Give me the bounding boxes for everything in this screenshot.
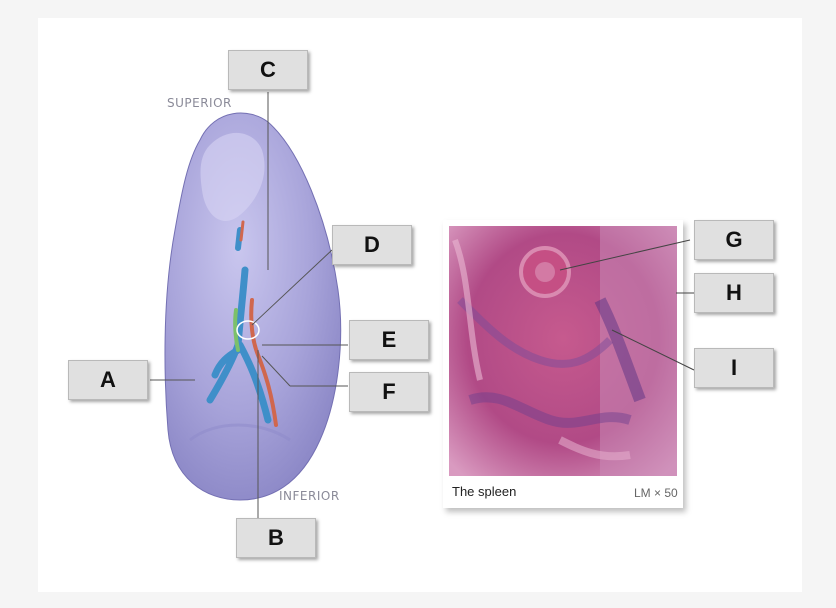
spleen-lower-fold	[189, 423, 291, 442]
superior-label: SUPERIOR	[167, 96, 232, 110]
label-box-a[interactable]: A	[68, 360, 148, 400]
micrograph-caption: The spleen	[452, 484, 517, 499]
spleen-highlight	[200, 132, 265, 221]
leader-i	[611, 329, 695, 371]
label-box-h[interactable]: H	[694, 273, 774, 313]
label-box-i[interactable]: I	[694, 348, 774, 388]
label-box-d[interactable]: D	[332, 225, 412, 265]
splenic-nerve	[233, 308, 240, 352]
hilum-circle	[236, 320, 260, 340]
label-box-c[interactable]: C	[228, 50, 308, 90]
label-box-g[interactable]: G	[694, 220, 774, 260]
label-box-b[interactable]: B	[236, 518, 316, 558]
leader-f-diag	[261, 355, 291, 387]
label-box-f[interactable]: F	[349, 372, 429, 412]
micrograph-magnification: LM × 50	[634, 486, 678, 500]
leader-d	[251, 249, 333, 326]
leader-g	[559, 239, 691, 271]
label-box-e[interactable]: E	[349, 320, 429, 360]
inferior-label: INFERIOR	[279, 489, 340, 503]
splenic-artery-upper	[239, 220, 245, 242]
splenic-vein-upper	[235, 227, 243, 251]
